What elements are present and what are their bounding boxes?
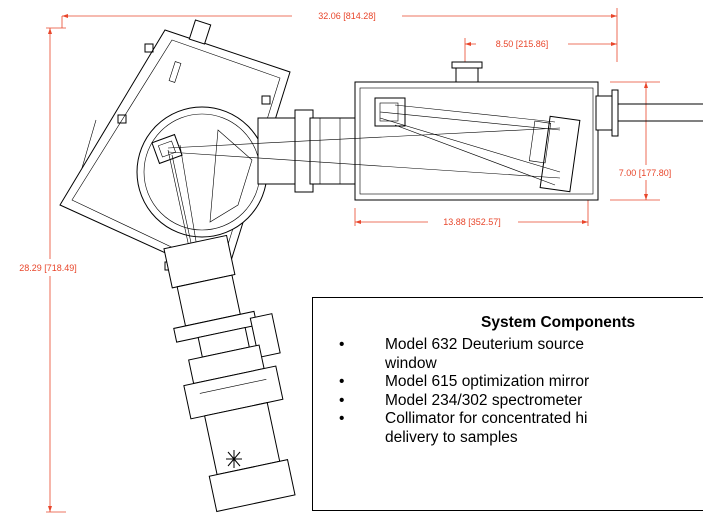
components-list: •Model 632 Deuterium source window •Mode… — [313, 336, 703, 447]
lamp-spark-icon — [226, 450, 242, 468]
bullet-icon: • — [339, 336, 345, 353]
spectrometer-box — [354, 61, 619, 201]
list-item-continuation: window — [385, 354, 437, 372]
outlet-tube — [618, 103, 703, 122]
list-item-continuation: delivery to samples — [385, 428, 518, 446]
dimension-outlet-width: 8.50 [215.86] — [464, 38, 617, 62]
mirror-chamber — [136, 106, 268, 238]
outlet-width-label: 8.50 [215.86] — [496, 39, 549, 49]
bullet-icon: • — [339, 391, 345, 409]
height-label: 7.00 [177.80] — [619, 168, 672, 178]
list-item: •Model 234/302 spectrometer — [339, 391, 583, 409]
system-components-box: System Components •Model 632 Deuterium s… — [312, 297, 703, 511]
list-item: •Model 615 optimization mirror — [339, 373, 590, 390]
components-title: System Components — [481, 314, 636, 331]
overall-height-label: 28.29 [718.49] — [19, 263, 77, 273]
list-item: •Model 632 Deuterium source — [339, 336, 585, 353]
source-column — [163, 234, 296, 513]
bullet-icon: • — [339, 373, 345, 390]
connector-tube — [257, 109, 356, 193]
dimension-overall-width: 32.06 [814.28] — [61, 8, 618, 62]
bullet-icon: • — [339, 410, 345, 427]
dimension-height: 7.00 [177.80] — [610, 81, 672, 201]
dimension-overall-height: 28.29 [718.49] — [19, 27, 77, 513]
list-item: •Collimator for concentrated hi — [339, 410, 588, 427]
spectrometer-length-label: 13.88 [352.57] — [443, 217, 501, 227]
overall-width-label: 32.06 [814.28] — [318, 11, 376, 21]
dimension-spectrometer-length: 13.88 [352.57] — [354, 198, 589, 227]
